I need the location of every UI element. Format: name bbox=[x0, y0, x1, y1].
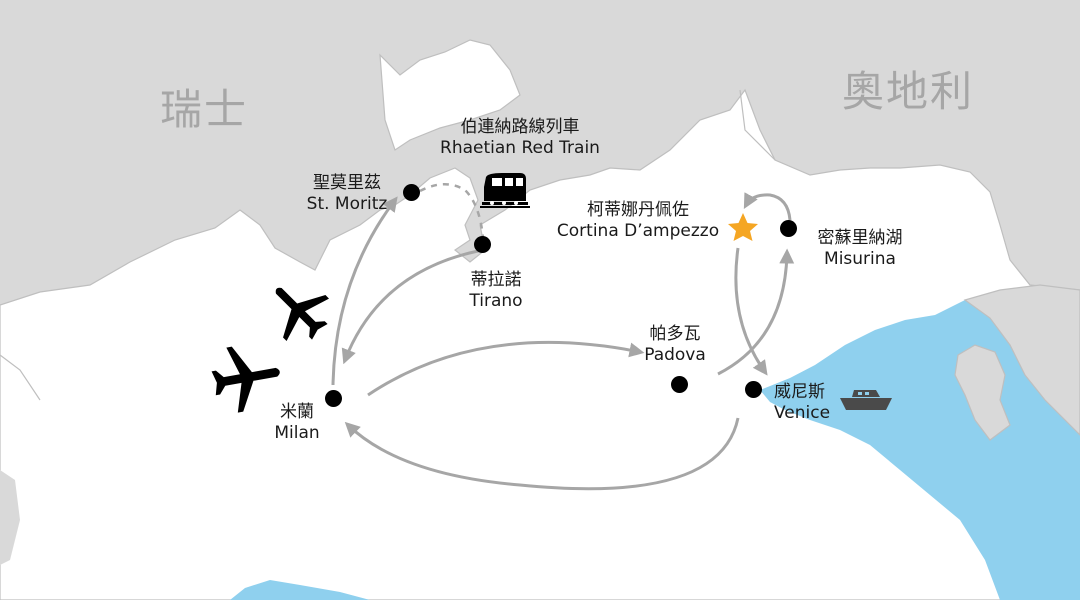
place-name-zh: 帕多瓦 bbox=[649, 324, 701, 344]
western-sea bbox=[0, 470, 20, 565]
place-name-zh: 柯蒂娜丹佩佐 bbox=[587, 200, 689, 220]
place-name-en: Padova bbox=[644, 345, 706, 365]
city-dot-padova bbox=[671, 376, 688, 393]
route-cortina-venice bbox=[734, 247, 768, 376]
place-name-en: Cortina D’ampezzo bbox=[556, 221, 720, 241]
city-dot-misurina bbox=[780, 220, 797, 237]
place-label-misurina: 密蘇里納湖 Misurina bbox=[800, 228, 920, 270]
country-label-switzerland: 瑞士 bbox=[160, 85, 249, 134]
place-name-zh: 威尼斯 bbox=[774, 382, 825, 402]
italy-land bbox=[0, 88, 1080, 600]
place-label-venice: 威尼斯 Venice bbox=[774, 382, 854, 424]
place-name-zh: 密蘇里納湖 bbox=[817, 228, 903, 248]
swiss-northern-gap bbox=[379, 39, 521, 151]
train-icon bbox=[480, 173, 530, 208]
train-route-name-en: Rhaetian Red Train bbox=[440, 138, 600, 158]
route-venice-milan bbox=[344, 417, 740, 491]
southern-sea bbox=[230, 580, 370, 600]
route-tirano-milan bbox=[341, 248, 484, 365]
place-label-st-moritz: 聖莫里茲 St. Moritz bbox=[292, 173, 402, 215]
airplane-icon bbox=[275, 287, 329, 341]
istria-peninsula bbox=[954, 344, 1011, 441]
city-dot-st-moritz bbox=[403, 184, 420, 201]
airplane-icon bbox=[211, 346, 280, 413]
place-name-en: Tirano bbox=[469, 291, 523, 311]
place-name-en: Milan bbox=[274, 423, 320, 443]
place-name-en: St. Moritz bbox=[306, 194, 388, 214]
route-milan-padova bbox=[367, 340, 645, 397]
place-label-padova: 帕多瓦 Padova bbox=[630, 324, 720, 366]
route-misurina-cortina bbox=[743, 192, 792, 221]
route-milan-st-moritz bbox=[331, 196, 398, 386]
place-label-cortina: 柯蒂娜丹佩佐 Cortina D’ampezzo bbox=[548, 200, 728, 242]
place-name-zh: 米蘭 bbox=[280, 402, 314, 422]
route-padova-misurina bbox=[717, 248, 795, 376]
border-line bbox=[0, 354, 41, 401]
train-route-name-zh: 伯連納路線列車 bbox=[460, 117, 580, 137]
border-line bbox=[739, 89, 776, 161]
city-dot-tirano bbox=[474, 236, 491, 253]
city-dot-milan bbox=[325, 390, 342, 407]
star-icon bbox=[728, 213, 758, 241]
boat-icon bbox=[840, 390, 892, 410]
train-route-dashed bbox=[419, 183, 485, 239]
east-coast-land bbox=[963, 284, 1080, 436]
place-label-milan: 米蘭 Milan bbox=[262, 402, 332, 444]
country-label-austria: 奧地利 bbox=[842, 67, 975, 116]
train-route-label: 伯連納路線列車 Rhaetian Red Train bbox=[430, 117, 610, 159]
place-name-zh: 聖莫里茲 bbox=[313, 173, 381, 193]
place-name-en: Venice bbox=[774, 403, 831, 423]
city-dot-venice bbox=[745, 381, 762, 398]
place-name-zh: 蒂拉諾 bbox=[470, 270, 522, 290]
place-label-tirano: 蒂拉諾 Tirano bbox=[446, 270, 546, 312]
place-name-en: Misurina bbox=[824, 249, 896, 269]
